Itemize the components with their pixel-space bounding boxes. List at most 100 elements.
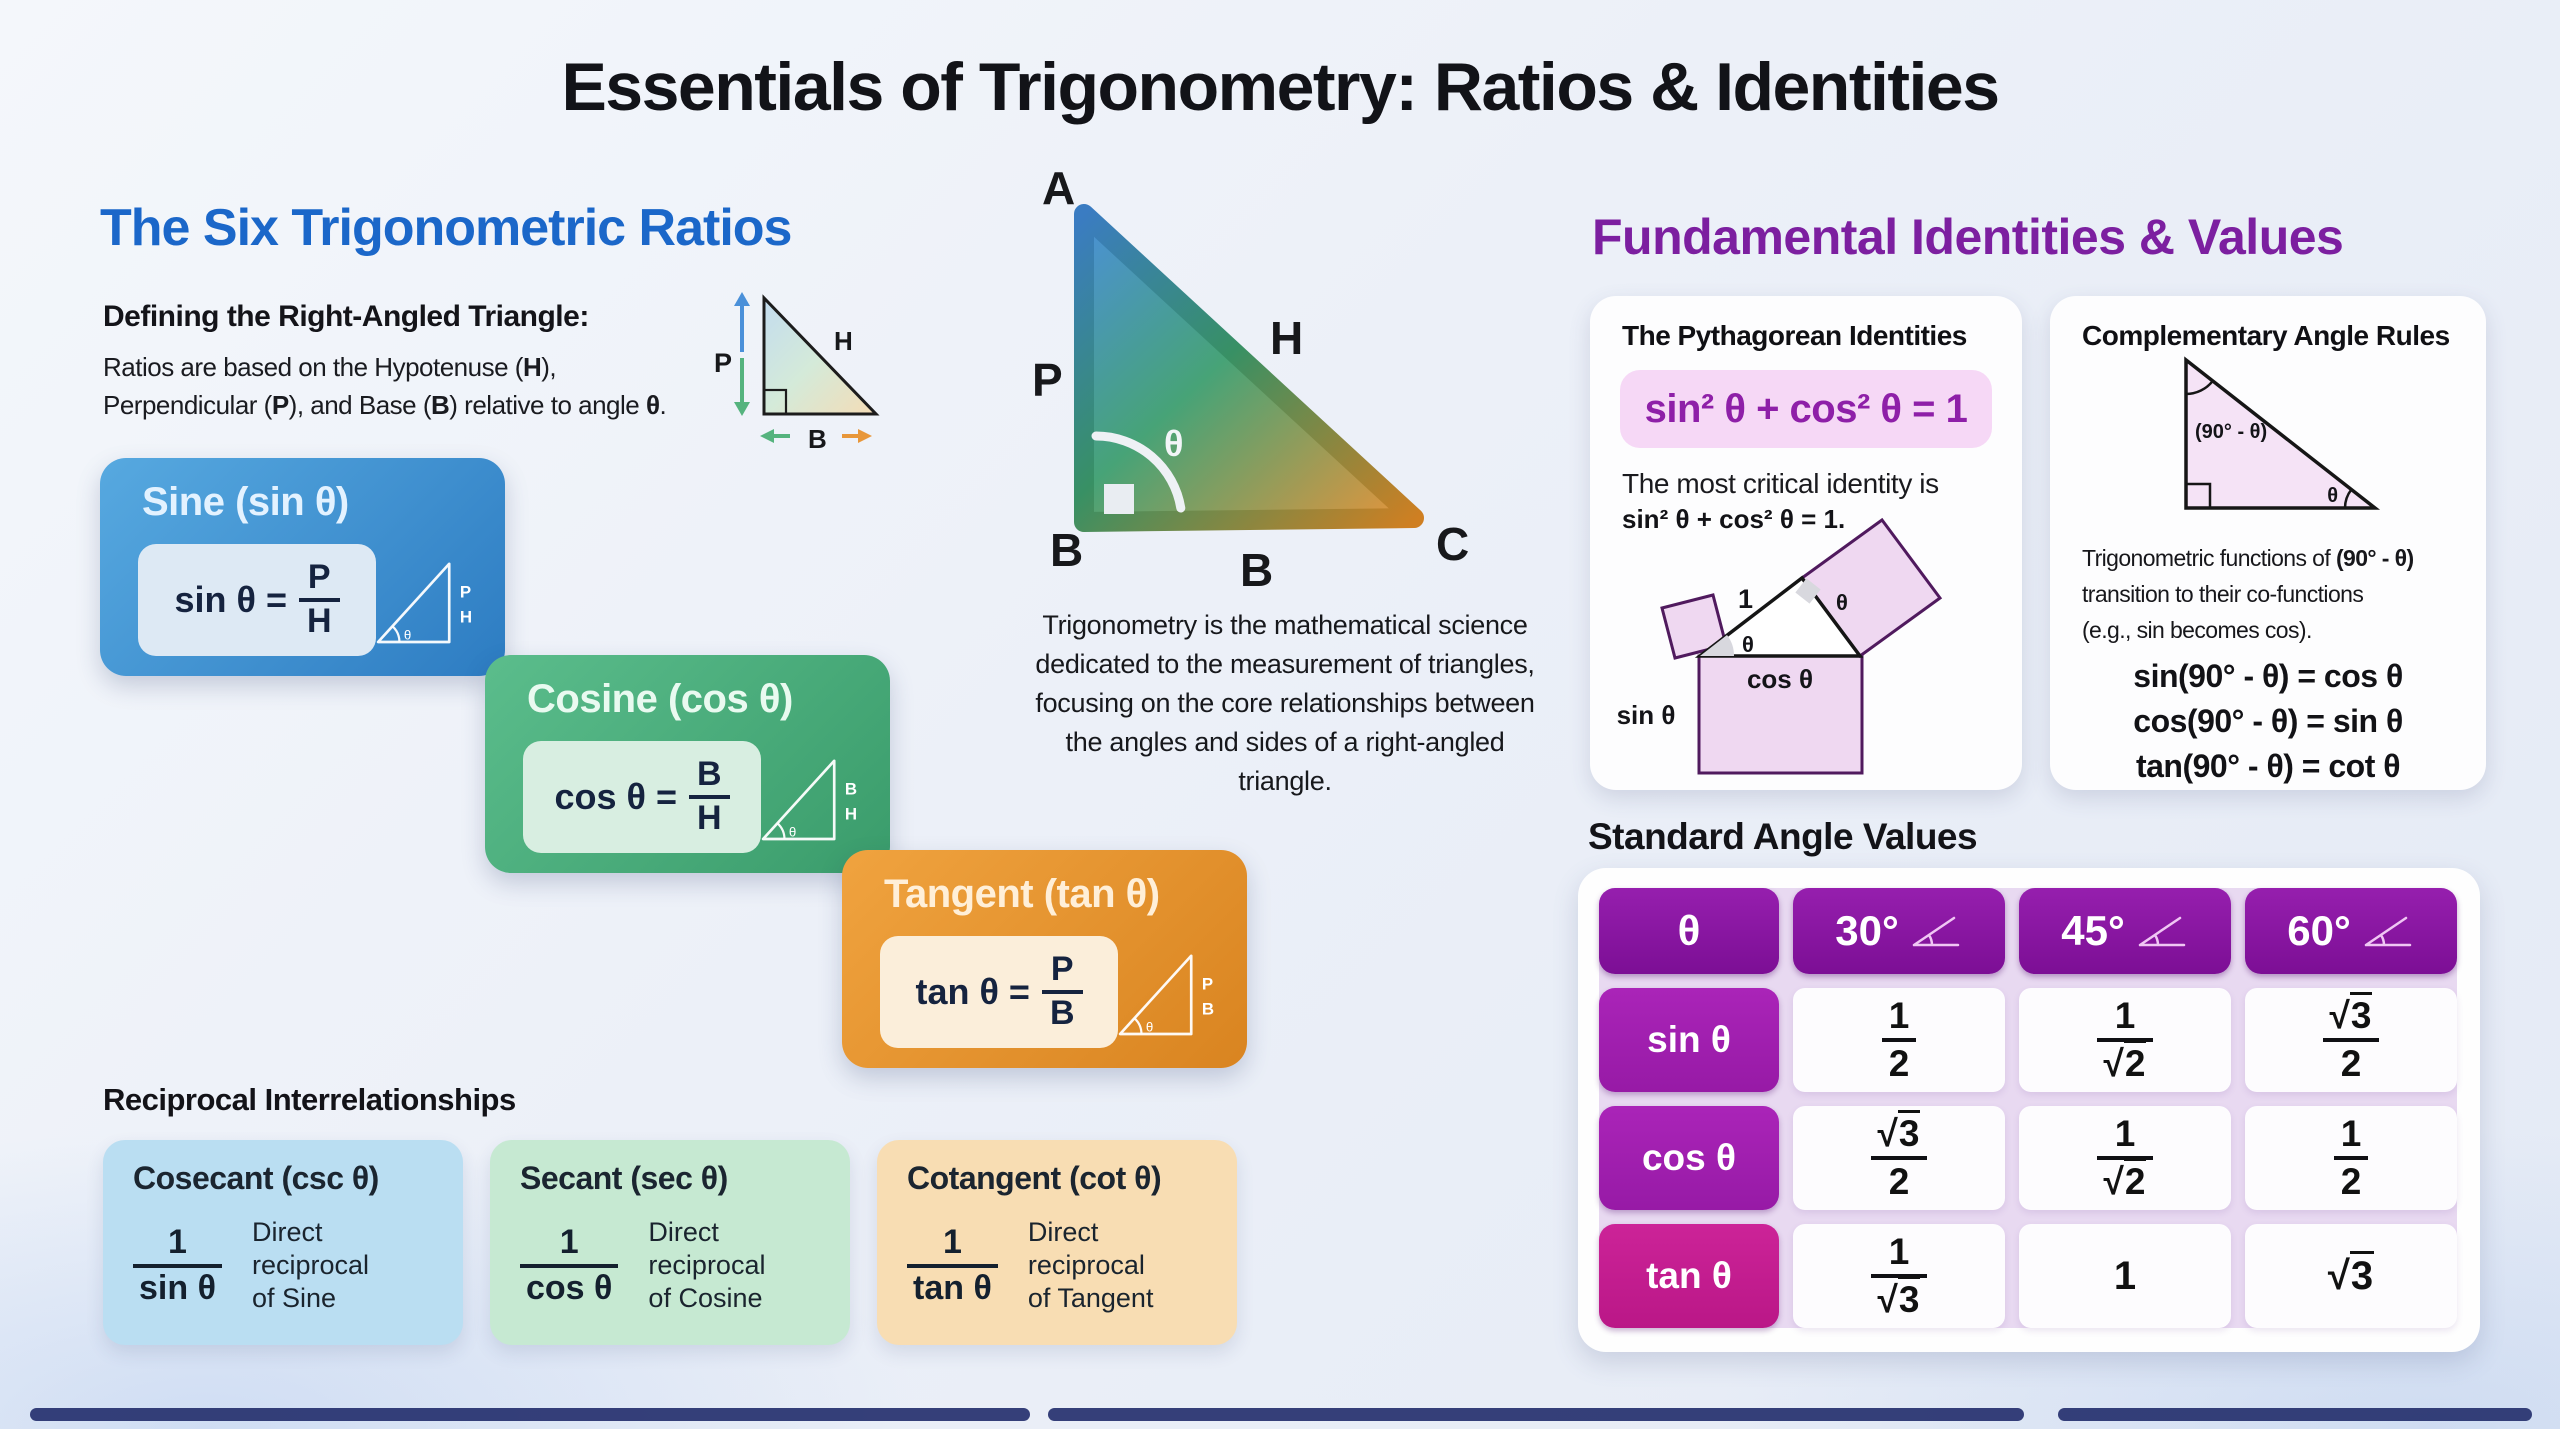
cosine-formula-box: cos θ = B H: [523, 741, 761, 853]
cofunction-equations: sin(90° - θ) = cos θ cos(90° - θ) = sin …: [2050, 654, 2486, 789]
equation-sin: sin(90° - θ) = cos θ: [2133, 658, 2403, 694]
card-secant: Secant (sec θ) 1 cos θ Direct reciprocal…: [490, 1140, 850, 1345]
side-p-label: P: [1032, 354, 1063, 406]
sin-label: sin θ: [1617, 700, 1676, 730]
tangent-lhs: tan θ =: [915, 971, 1030, 1012]
svg-text:P: P: [1202, 975, 1213, 994]
sine-lhs: sin θ =: [174, 579, 287, 620]
right-angle-mark: [2184, 482, 2212, 510]
card-cosine: Cosine (cos θ) cos θ = B H θ B H: [485, 655, 890, 873]
defining-triangle-diagram: P H B: [714, 292, 880, 454]
card-pythagorean: The Pythagorean Identities sin² θ + cos²…: [1590, 296, 2022, 790]
side-b-label: B: [1240, 544, 1273, 596]
card-cotangent: Cotangent (cot θ) 1 tan θ Direct recipro…: [877, 1140, 1237, 1345]
vertex-a-label: A: [1042, 162, 1075, 214]
arrow-right-icon: [858, 429, 872, 443]
fraction-bar: [688, 795, 730, 799]
complementary-diagram: (90° - θ) θ: [2184, 356, 2381, 510]
svg-text:B: B: [1202, 999, 1214, 1018]
reciprocal-heading: Reciprocal Interrelationships: [103, 1082, 516, 1117]
complementary-text: Trigonometric functions of (90° - θ) tra…: [2082, 545, 2414, 643]
cos-label: cos θ: [1747, 664, 1813, 694]
cotangent-fraction: 1 tan θ: [907, 1224, 998, 1306]
defining-line-2: Perpendicular (P), and Base (B) relative…: [103, 390, 667, 420]
table-header-theta: θ: [1599, 888, 1779, 974]
fraction-bar: [1870, 1156, 1928, 1160]
cell-sin-45: 1√2: [2019, 988, 2231, 1092]
theta-wedge: [1700, 635, 1735, 656]
section-heading-ratios: The Six Trigonometric Ratios: [100, 199, 792, 257]
card-cosecant: Cosecant (csc θ) 1 sin θ Direct reciproc…: [103, 1140, 463, 1345]
card-sine-title: Sine (sin θ): [142, 480, 349, 524]
theta-label: θ: [1164, 423, 1183, 464]
svg-text:H: H: [460, 607, 472, 626]
triangle-body: [1074, 204, 1424, 532]
fraction-bar: [133, 1263, 222, 1268]
arrow-up-icon: [734, 292, 750, 306]
cosecant-title: Cosecant (csc θ): [133, 1160, 379, 1196]
fraction-bar: [2322, 1038, 2380, 1042]
defining-line-1: Ratios are based on the Hypotenuse (H),: [103, 352, 557, 382]
secant-title: Secant (sec θ): [520, 1160, 728, 1196]
card-tangent: Tangent (tan θ) tan θ = P B θ P B: [842, 850, 1247, 1068]
small-right-triangle: [762, 294, 880, 416]
cotangent-desc: Direct reciprocal of Tangent: [1027, 1217, 1154, 1313]
table-header-60: 60°: [2245, 888, 2457, 974]
secant-body: 1 cos θ Direct reciprocal of Cosine: [520, 1216, 834, 1315]
standard-values-heading: Standard Angle Values: [1588, 816, 1978, 857]
cell-cos-45: 1√2: [2019, 1106, 2231, 1210]
cosine-fraction: B H: [688, 757, 730, 836]
top-angle-arc: [2185, 380, 2214, 396]
angle-icon: [2364, 916, 2411, 947]
svg-text:θ: θ: [404, 627, 411, 642]
side-h-label: H: [1270, 312, 1303, 364]
complementary-title: Complementary Angle Rules: [2082, 320, 2450, 351]
svg-text:B: B: [845, 780, 857, 799]
section-heading-identities: Fundamental Identities & Values: [1592, 209, 2344, 265]
cotangent-body: 1 tan θ Direct reciprocal of Tangent: [907, 1216, 1221, 1315]
cell-tan-60: √3: [2245, 1224, 2457, 1328]
hypotenuse-one-label: 1: [1738, 584, 1753, 614]
theta-label-2: θ: [1836, 590, 1848, 615]
unit-triangle: [1694, 575, 1864, 658]
angle-icon: [2138, 916, 2185, 947]
svg-text:θ: θ: [1146, 1019, 1153, 1034]
cotangent-title: Cotangent (cot θ): [907, 1160, 1162, 1196]
defining-text: Ratios are based on the Hypotenuse (H), …: [103, 348, 667, 424]
cos-square: [1697, 654, 1864, 775]
cosecant-fraction: 1 sin θ: [133, 1224, 222, 1306]
defining-heading: Defining the Right-Angled Triangle:: [103, 300, 589, 333]
fraction-bar: [1881, 1038, 1917, 1042]
fraction-bar: [2333, 1156, 2369, 1160]
cosecant-desc: Direct reciprocal of Sine: [251, 1217, 369, 1313]
sine-fraction: P H: [298, 560, 340, 639]
fraction-bar: [907, 1263, 998, 1268]
sine-formula-box: sin θ = P H: [138, 544, 376, 656]
right-angle-mark: [762, 388, 788, 416]
pythagorean-caption-1: The most critical identity is: [1622, 468, 1939, 499]
sine-mini-triangle: θ P H: [376, 562, 472, 644]
row-label-cos: cos θ: [1599, 1106, 1779, 1210]
equation-tan: tan(90° - θ) = cot θ: [2135, 748, 2401, 784]
row-label-tan: tan θ: [1599, 1224, 1779, 1328]
complement-angle-label: (90° - θ): [2195, 421, 2267, 443]
pythagorean-title: The Pythagorean Identities: [1622, 320, 1967, 351]
theta-arc: [2343, 488, 2353, 509]
fraction-bar: [298, 598, 340, 602]
main-gradient-triangle: θ A P B B C H: [1032, 162, 1469, 596]
equation-cos: cos(90° - θ) = sin θ: [2133, 703, 2403, 739]
card-cosine-title: Cosine (cos θ): [527, 677, 793, 721]
cell-tan-45: 1: [2019, 1224, 2231, 1328]
bottom-bar-segment: [30, 1408, 1030, 1421]
cosine-lhs: cos θ =: [554, 776, 677, 817]
tangent-mini-triangle: θ P B: [1118, 954, 1214, 1036]
comp-triangle: [2184, 356, 2381, 510]
theta-arc: [1091, 431, 1186, 513]
fraction-bar: [1041, 990, 1083, 994]
